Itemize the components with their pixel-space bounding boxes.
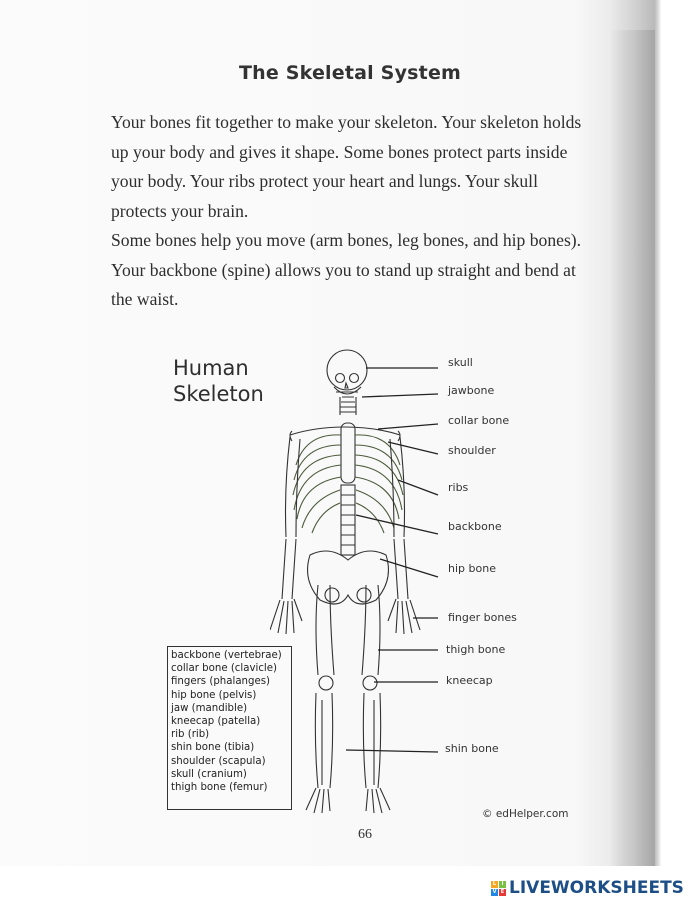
paragraph-line: Some bones help you move (arm bones, leg… <box>111 230 582 250</box>
intro-paragraph: Your bones fit together to make your ske… <box>111 108 631 315</box>
paragraph-line: up your body and gives it shape. Some bo… <box>111 141 568 162</box>
diagram-title: Human Skeleton <box>173 355 264 407</box>
glossary-item: jaw (mandible) <box>171 702 248 714</box>
label-shoulder: shoulder <box>448 444 496 457</box>
page-number: 66 <box>358 827 372 842</box>
liveworksheets-brand[interactable]: L I V E LIVEWORKSHEETS <box>491 878 684 898</box>
glossary-item: shin bone (tibia) <box>171 742 255 754</box>
label-ribs: ribs <box>448 481 469 494</box>
glossary-item: kneecap (patella) <box>171 716 261 728</box>
skeleton-illustration <box>270 349 439 814</box>
diagram-title-line: Human <box>173 356 249 380</box>
paragraph-line: protects your brain. <box>111 200 249 221</box>
glossary-item: backbone (vertebrae) <box>171 650 282 661</box>
scanned-page <box>0 0 700 866</box>
glossary-item: skull (cranium) <box>171 768 247 780</box>
logo-letter: I <box>499 880 506 888</box>
label-finger-bones: finger bones <box>448 611 517 624</box>
glossary-item: rib (rib) <box>171 729 210 741</box>
paragraph-line: the waist. <box>111 289 179 309</box>
label-backbone: backbone <box>448 520 502 533</box>
label-shin-bone: shin bone <box>445 742 499 755</box>
logo-letter: L <box>491 880 498 888</box>
glossary-item: fingers (phalanges) <box>171 676 271 688</box>
logo-letter: V <box>491 888 498 896</box>
paragraph-line: Your backbone (spine) allows you to stan… <box>111 259 576 280</box>
page-title: The Skeletal System <box>238 62 462 84</box>
label-kneecap: kneecap <box>446 674 493 687</box>
brand-name: LIVEWORKSHEETS <box>509 878 684 898</box>
glossary-item: hip bone (pelvis) <box>171 689 257 701</box>
glossary-item: thigh bone (femur) <box>171 782 268 794</box>
liveworksheets-logo-icon: L I V E <box>491 880 506 896</box>
copyright-notice: © edHelper.com <box>482 808 569 820</box>
label-thigh-bone: thigh bone <box>446 643 506 656</box>
logo-letter: E <box>499 888 506 896</box>
label-skull: skull <box>448 356 473 369</box>
label-collar-bone: collar bone <box>448 414 510 427</box>
paragraph-line: Your bones fit together to make your ske… <box>111 112 582 132</box>
label-hip-bone: hip bone <box>448 562 496 575</box>
label-jawbone: jawbone <box>448 384 495 397</box>
page-binding-shadow <box>610 30 655 866</box>
glossary-box: backbone (vertebrae) collar bone (clavic… <box>167 646 292 810</box>
glossary-item: collar bone (clavicle) <box>171 663 278 675</box>
diagram-title-line: Skeleton <box>173 382 264 406</box>
glossary-item: shoulder (scapula) <box>171 755 266 767</box>
paragraph-line: your body. Your ribs protect your heart … <box>111 171 538 191</box>
